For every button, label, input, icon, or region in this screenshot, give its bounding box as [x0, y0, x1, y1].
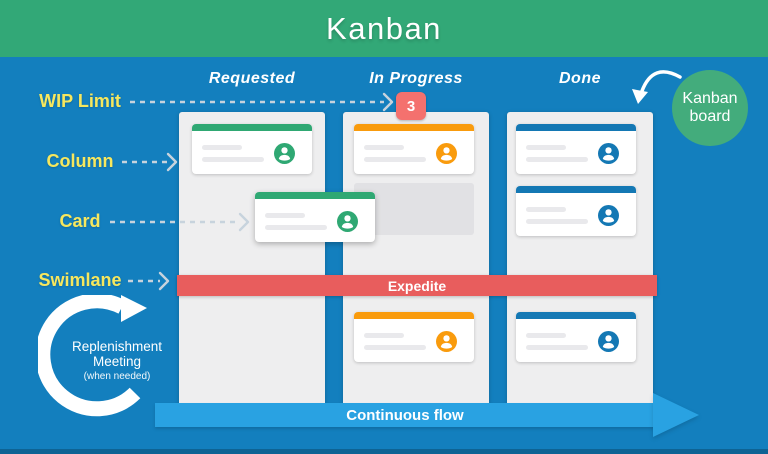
column-header-done: Done [559, 70, 601, 87]
avatar-icon [436, 143, 457, 164]
card-accent-bar [354, 312, 474, 319]
kanban-card [516, 186, 636, 236]
continuous-flow-bar: Continuous flow [155, 403, 655, 427]
card-accent-bar [192, 124, 312, 131]
callout-swimlane: Swimlane [38, 270, 122, 290]
card-text-line [265, 225, 327, 230]
kanban-board-badge: Kanban board [672, 70, 748, 146]
avatar-icon [274, 143, 295, 164]
card-text-line [526, 207, 566, 212]
bottom-shadow-strip [0, 449, 768, 454]
kanban-board-badge-line1: Kanban [682, 89, 738, 107]
kanban-card [516, 312, 636, 362]
kanban-card [192, 124, 312, 174]
card-text-line [526, 333, 566, 338]
expedite-label: Expedite [387, 277, 447, 294]
wip-limit-badge: 3 [396, 92, 426, 120]
kanban-card [354, 124, 474, 174]
column-header-in-progress: In Progress [369, 70, 463, 87]
card-text-line [364, 157, 426, 162]
wip-limit-dashed-arrow-icon [130, 92, 394, 112]
card-text-line [526, 145, 566, 150]
callout-column: Column [46, 151, 114, 171]
replenishment-note: (when needed) [83, 371, 151, 382]
card-accent-bar [516, 186, 636, 193]
card-text-line [526, 219, 588, 224]
card-text-line [265, 213, 305, 218]
avatar-icon [598, 331, 619, 352]
avatar-icon [337, 211, 358, 232]
callout-wip-limit: WIP Limit [39, 91, 121, 111]
card-accent-bar [516, 124, 636, 131]
card-text-line [202, 157, 264, 162]
card-text-line [364, 333, 404, 338]
card-text-line [202, 145, 242, 150]
expedite-swimlane: Expedite [177, 275, 657, 296]
replenishment-line1: Replenishment [71, 339, 163, 354]
avatar-icon [436, 331, 457, 352]
avatar-icon [598, 205, 619, 226]
card-text-line [364, 145, 404, 150]
kanban-card [354, 312, 474, 362]
card-accent-bar [354, 124, 474, 131]
card-text-line [364, 345, 426, 350]
kanban-board-badge-line2: board [689, 108, 731, 125]
header-band: Kanban [0, 0, 768, 57]
card-text-line [526, 157, 588, 162]
replenishment-label: Replenishment Meeting (when needed) [52, 339, 182, 383]
kanban-card-offset [255, 192, 375, 242]
card-accent-bar [255, 192, 375, 199]
card-accent-bar [516, 312, 636, 319]
page-title: Kanban [326, 10, 442, 46]
card-text-line [526, 345, 588, 350]
column-header-requested: Requested [208, 70, 296, 87]
continuous-flow-label: Continuous flow [346, 406, 464, 424]
continuous-flow-arrowhead-icon [653, 393, 699, 437]
callout-card: Card [59, 211, 101, 231]
replenishment-line2: Meeting [92, 353, 142, 369]
kanban-card [516, 124, 636, 174]
avatar-icon [598, 143, 619, 164]
